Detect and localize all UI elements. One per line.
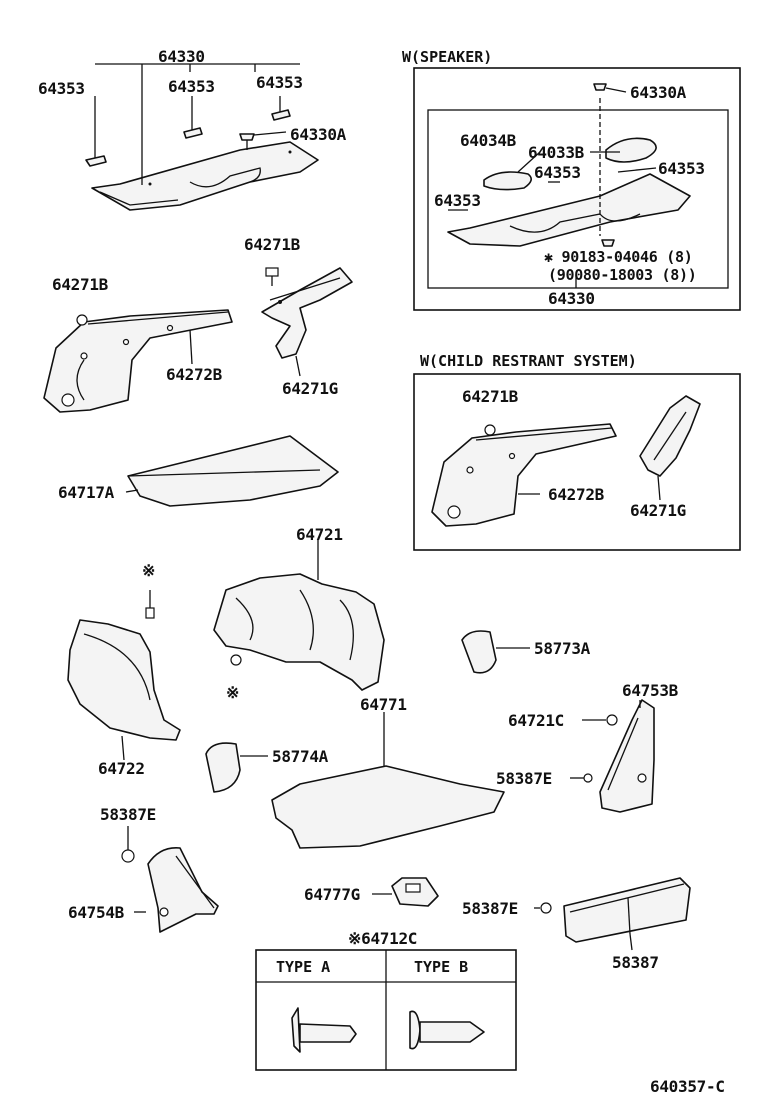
speaker-note-2: (90080-18003 (8)) — [548, 266, 697, 284]
label-64721c: 64721C — [508, 711, 564, 730]
fastener-type-b — [409, 1010, 485, 1050]
cr-clip — [484, 424, 496, 436]
clip-64353-c — [271, 109, 291, 121]
child-label-64272b: 64272B — [548, 485, 604, 504]
cr-quarter-trim — [431, 423, 617, 527]
label-64754b: 64754B — [68, 903, 124, 922]
quarter-trim-64272b — [43, 309, 233, 413]
label-64721: 64721 — [296, 525, 343, 544]
speaker-box-title: W(SPEAKER) — [402, 48, 493, 66]
clip-64721c — [606, 714, 618, 726]
label-64717a: 64717A — [58, 483, 114, 502]
label-64330-top: 64330 — [158, 47, 205, 66]
speaker-label-64330a: 64330A — [630, 83, 686, 102]
label-64722: 64722 — [98, 759, 145, 778]
speaker-tray — [447, 173, 691, 247]
label-58387e-mid: 58387E — [496, 769, 552, 788]
package-tray-64330 — [91, 141, 319, 211]
child-box-title: W(CHILD RESTRANT SYSTEM) — [420, 352, 637, 370]
sill-58387 — [563, 877, 691, 943]
speaker-label-64353-m: 64353 — [534, 163, 581, 182]
label-64753b: 64753B — [622, 681, 678, 700]
type-table — [255, 949, 517, 1071]
speaker-label-64033b: 64033B — [528, 143, 584, 162]
child-restraint-variant-box — [413, 373, 741, 551]
speaker-cover-64033b — [605, 137, 657, 163]
clip-64353-b — [183, 127, 203, 139]
cover-58773a — [461, 630, 497, 674]
label-58387e-left: 58387E — [100, 805, 156, 824]
cr-pillar-trim — [639, 395, 701, 477]
screw-58387e-left — [121, 849, 135, 863]
type-a-header: TYPE A — [276, 958, 331, 976]
pin-bottom — [230, 654, 242, 666]
child-label-64271b: 64271B — [462, 387, 518, 406]
speaker-note-1: ✱ 90183-04046 (8) — [544, 248, 693, 266]
child-label-64271g: 64271G — [630, 501, 686, 520]
label-64272b-left: 64272B — [166, 365, 222, 384]
figure-code: 640357-C — [650, 1077, 725, 1096]
trunk-trim-64721 — [213, 573, 385, 691]
star-bottom: ※ — [226, 683, 240, 702]
label-64271b-mid: 64271B — [244, 235, 300, 254]
clip-64271b-left — [76, 314, 88, 326]
screw-58387e-mid — [583, 773, 593, 783]
label-58774a: 58774A — [272, 747, 328, 766]
label-58773a: 58773A — [534, 639, 590, 658]
pin-top — [145, 590, 155, 619]
cover-58774a — [205, 742, 241, 793]
screw-64330a — [239, 131, 287, 150]
floor-mat-64771 — [271, 765, 505, 849]
screw-58387e-bottom — [540, 902, 552, 914]
bracket-64777g — [391, 877, 439, 907]
speaker-label-64330: 64330 — [548, 289, 595, 308]
label-64353-a: 64353 — [38, 79, 85, 98]
label-58387: 58387 — [612, 953, 659, 972]
star-top: ※ — [142, 561, 156, 580]
label-64353-c: 64353 — [256, 73, 303, 92]
mat-64717a — [127, 435, 339, 507]
speaker-cover-64034b — [483, 171, 532, 191]
fastener-type-a — [291, 1007, 357, 1053]
label-64271b-left: 64271B — [52, 275, 108, 294]
type-table-title: ※64712C — [348, 929, 418, 948]
trim-64754b — [147, 847, 219, 933]
speaker-label-64353-r: 64353 — [658, 159, 705, 178]
clip-64271b-mid — [265, 267, 279, 286]
label-64330a-top: 64330A — [290, 125, 346, 144]
pillar-trim-64271g — [261, 267, 353, 359]
label-64777g: 64777G — [304, 885, 360, 904]
wheelhouse-trim-64722 — [67, 619, 181, 741]
speaker-variant-box — [413, 67, 741, 311]
speaker-label-64353-l: 64353 — [434, 191, 481, 210]
trim-64753b — [599, 699, 655, 813]
label-64271g-left: 64271G — [282, 379, 338, 398]
label-64771: 64771 — [360, 695, 407, 714]
type-b-header: TYPE B — [414, 958, 469, 976]
speaker-label-64034b: 64034B — [460, 131, 516, 150]
label-58387e-bottom: 58387E — [462, 899, 518, 918]
clip-64353-a — [85, 155, 107, 167]
label-64353-b: 64353 — [168, 77, 215, 96]
